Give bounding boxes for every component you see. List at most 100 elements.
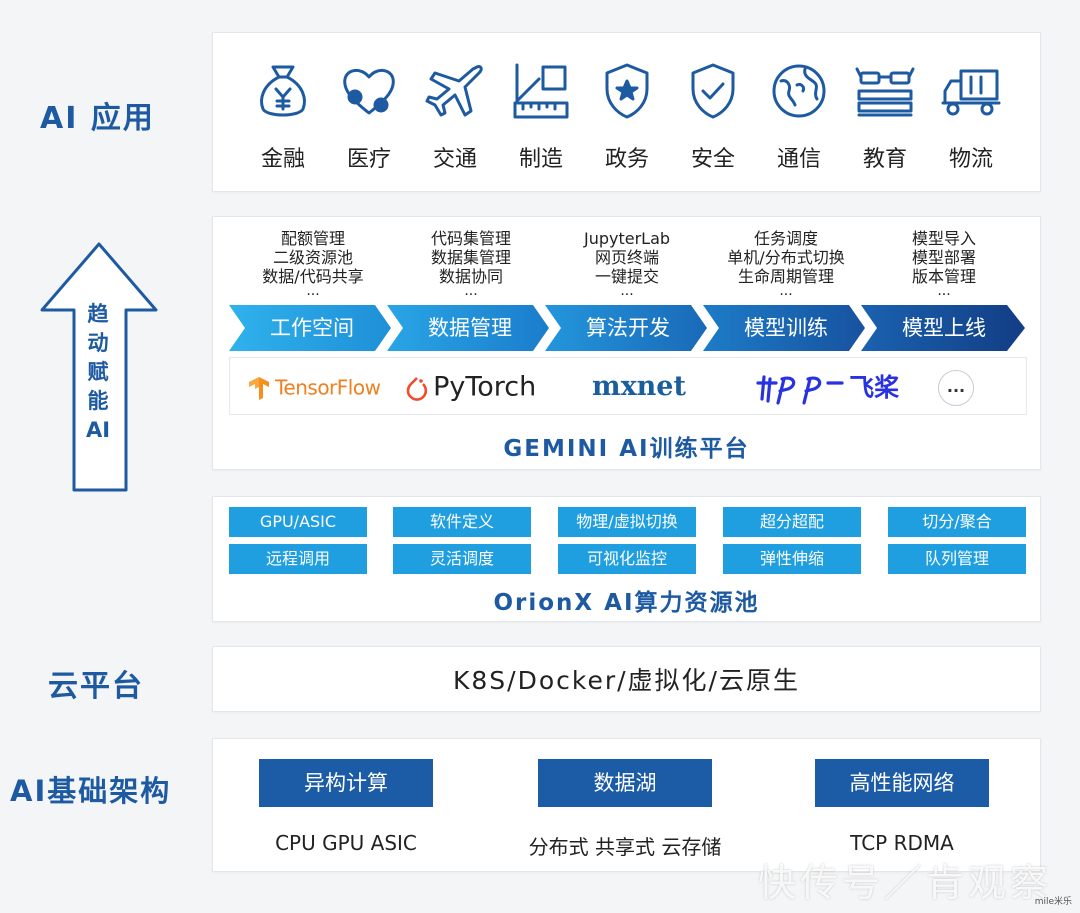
orionx-cell: 远程调用 (229, 544, 367, 574)
globe-icon (772, 64, 826, 118)
framework-bar: TensorFlow PyTorch mxnet 飞桨 (229, 357, 1027, 415)
watermark: 快传号／肯观察 (757, 861, 1052, 905)
airplane-icon (425, 65, 483, 117)
infra-hp-network[interactable]: 高性能网络 (815, 759, 989, 807)
infra-sub-label: CPU GPU ASIC (275, 831, 417, 855)
feature-item: 版本管理 (911, 267, 976, 286)
heart-stethoscope-icon (343, 69, 395, 115)
app-label: 交通 (432, 147, 477, 172)
tensorflow-logo-icon (249, 376, 269, 400)
money-bag-icon (260, 65, 306, 117)
feature-item: 模型部署 (911, 248, 976, 267)
app-telecom[interactable]: 通信 (759, 59, 839, 173)
feature-more: ... (779, 283, 793, 299)
framework-name: TensorFlow (275, 375, 381, 400)
app-finance[interactable]: 金融 (243, 59, 323, 173)
stage-model-training[interactable]: 模型训练 (744, 316, 828, 340)
ai-apps-label: AI 应用 (40, 101, 155, 136)
feature-more: ... (620, 283, 634, 299)
framework-name: 飞桨 (849, 372, 900, 402)
feature-more: ... (937, 283, 951, 299)
watermark-small: mile米乐 (1034, 897, 1072, 907)
empower-char: 赋 (87, 360, 109, 384)
framework-mxnet: mxnet (592, 368, 686, 406)
stage-bar (229, 305, 1025, 351)
ruler-tools-icon (513, 63, 569, 119)
stage-chevron (861, 305, 1025, 351)
ai-infra-panel: 异构计算 CPU GPU ASIC 数据湖 分布式 共享式 云存储 高性能网络 … (212, 738, 1041, 872)
orionx-cell: 软件定义 (393, 507, 531, 537)
framework-tensorflow: TensorFlow (248, 368, 381, 406)
stage-data-management[interactable]: 数据管理 (428, 316, 512, 340)
feature-item: 代码集管理 (430, 229, 511, 248)
app-education[interactable]: 教育 (845, 59, 925, 173)
feature-more: ... (306, 283, 320, 299)
gemini-panel: 配额管理 二级资源池 数据/代码共享 ... 代码集管理 数据集管理 数据协同 … (212, 216, 1041, 470)
feature-item: 一键提交 (594, 267, 659, 286)
stage-model-deploy[interactable]: 模型上线 (902, 316, 986, 340)
feature-list-algorithm: JupyterLab 网页终端 一键提交 ... (547, 229, 707, 299)
feature-item: JupyterLab (583, 229, 671, 248)
empower-arrow-icon (40, 242, 158, 492)
truck-icon (941, 69, 1001, 116)
orionx-cell: 弹性伸缩 (723, 544, 861, 574)
more-frameworks-button[interactable]: ... (938, 370, 974, 406)
app-label: 安全 (690, 147, 735, 172)
infra-sub-label: 分布式 共享式 云存储 (528, 835, 722, 859)
app-label: 医疗 (346, 147, 391, 172)
glasses-books-icon (855, 67, 915, 117)
feature-item: 网页终端 (594, 248, 659, 267)
orionx-panel: GPU/ASIC 软件定义 物理/虚拟切换 超分超配 切分/聚合 远程调用 灵活… (212, 496, 1041, 622)
stage-algorithm-dev[interactable]: 算法开发 (586, 316, 670, 340)
framework-pytorch: PyTorch (406, 368, 536, 406)
feature-item: 二级资源池 (272, 248, 353, 267)
app-label: 物流 (948, 147, 993, 172)
feature-item: 数据集管理 (430, 248, 511, 267)
feature-item: 数据/代码共享 (262, 267, 364, 286)
framework-paddle: 飞桨 (754, 368, 899, 406)
pytorch-logo-icon (406, 376, 428, 401)
infra-heterogeneous-compute[interactable]: 异构计算 (259, 759, 433, 807)
stage-chevron (229, 305, 391, 351)
feature-item: 单机/分布式切换 (727, 248, 845, 267)
app-transport[interactable]: 交通 (415, 59, 495, 173)
empower-char: 趋 (87, 302, 109, 326)
more-frameworks-label: ... (946, 377, 966, 396)
orionx-cell: 队列管理 (888, 544, 1026, 574)
stage-workspace[interactable]: 工作空间 (270, 316, 354, 340)
orionx-title: OrionX AI算力资源池 (493, 590, 760, 616)
orionx-cell: 灵活调度 (393, 544, 531, 574)
infra-data-lake[interactable]: 数据湖 (538, 759, 712, 807)
framework-name: mxnet (592, 371, 686, 402)
shield-check-icon (691, 63, 735, 119)
empower-char: 能 (87, 389, 109, 413)
infra-sub-label: TCP RDMA (850, 831, 954, 855)
app-manufacturing[interactable]: 制造 (501, 59, 581, 173)
feature-item: 任务调度 (753, 229, 818, 248)
empower-label: 趋 动 赋 能 AI (74, 300, 122, 445)
app-government[interactable]: 政务 (587, 59, 667, 173)
framework-name: PyTorch (433, 371, 537, 403)
feature-more: ... (464, 283, 478, 299)
feature-item: 模型导入 (911, 229, 976, 248)
ai-apps-panel: 金融 医疗 交通 制造 政务 (212, 32, 1041, 192)
app-label: 政务 (604, 147, 649, 172)
app-medical[interactable]: 医疗 (329, 59, 409, 173)
orionx-cell: 切分/聚合 (888, 507, 1026, 537)
empower-char: 动 (87, 331, 109, 355)
feature-item: 生命周期管理 (737, 267, 834, 286)
feature-list-data: 代码集管理 数据集管理 数据协同 ... (391, 229, 551, 299)
cloud-platform-label: 云平台 (48, 669, 144, 704)
app-logistics[interactable]: 物流 (931, 59, 1011, 173)
shield-star-icon (605, 63, 649, 119)
app-security[interactable]: 安全 (673, 59, 753, 173)
app-label: 教育 (862, 147, 907, 172)
feature-list-workspace: 配额管理 二级资源池 数据/代码共享 ... (233, 229, 393, 299)
feature-list-deploy: 模型导入 模型部署 版本管理 ... (864, 229, 1024, 299)
app-label: 金融 (260, 147, 305, 172)
gemini-title: GEMINI AI训练平台 (503, 436, 750, 462)
app-label: 通信 (776, 147, 821, 172)
cloud-platform-text: K8S/Docker/虚拟化/云原生 (453, 666, 800, 695)
empower-char: AI (85, 418, 111, 442)
app-label: 制造 (518, 147, 563, 172)
